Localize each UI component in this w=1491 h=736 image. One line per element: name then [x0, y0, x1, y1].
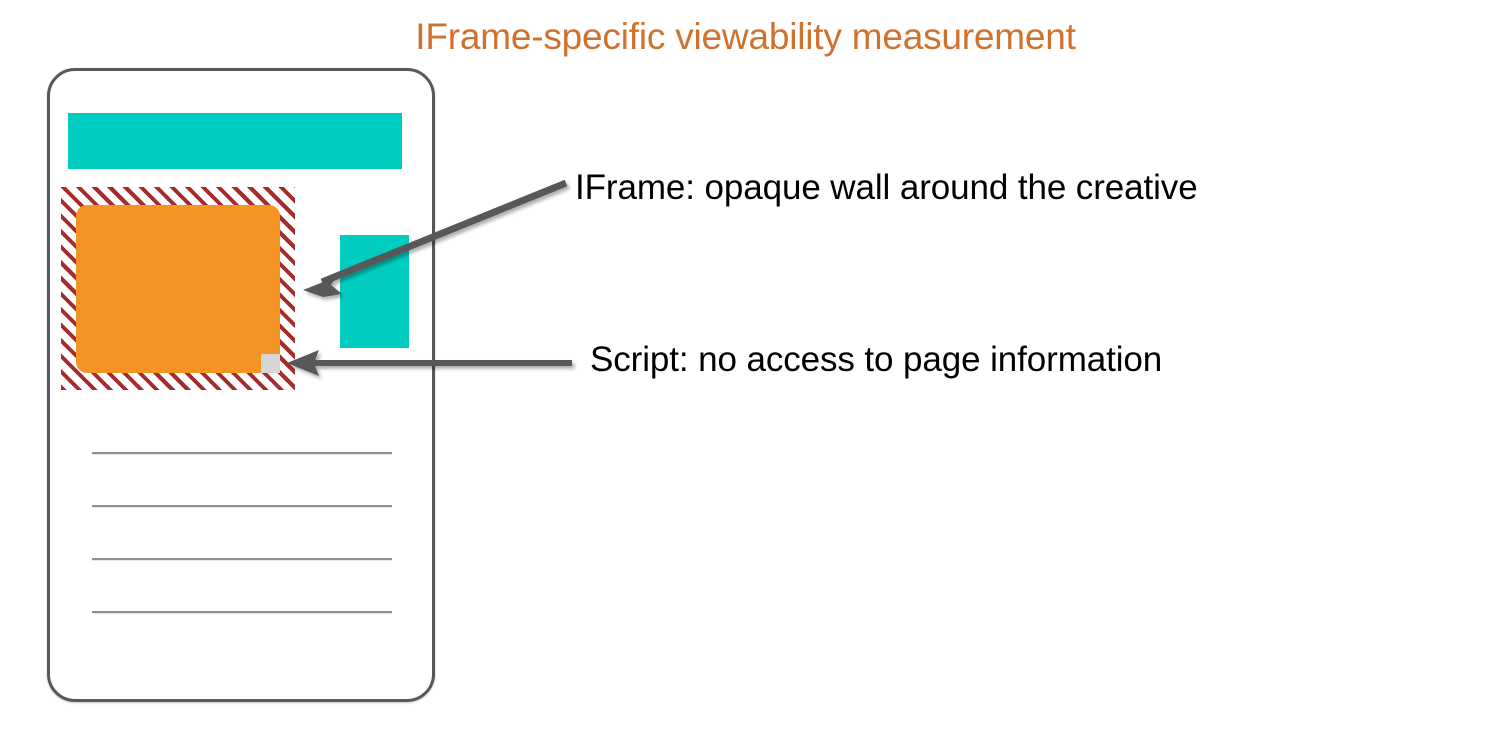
page-banner-block: [68, 113, 402, 169]
page-sidebar-block: [340, 235, 409, 348]
callout-label-script: Script: no access to page information: [590, 340, 1163, 379]
page-text-line-2: [92, 505, 392, 507]
page-title: IFrame-specific viewability measurement: [415, 16, 1076, 57]
page-text-line-4: [92, 611, 392, 613]
measurement-script-pixel: [261, 354, 280, 373]
ad-creative: [76, 205, 280, 373]
page-text-line-1: [92, 452, 392, 454]
page-text-line-3: [92, 558, 392, 560]
callout-label-iframe: IFrame: opaque wall around the creative: [575, 168, 1198, 207]
